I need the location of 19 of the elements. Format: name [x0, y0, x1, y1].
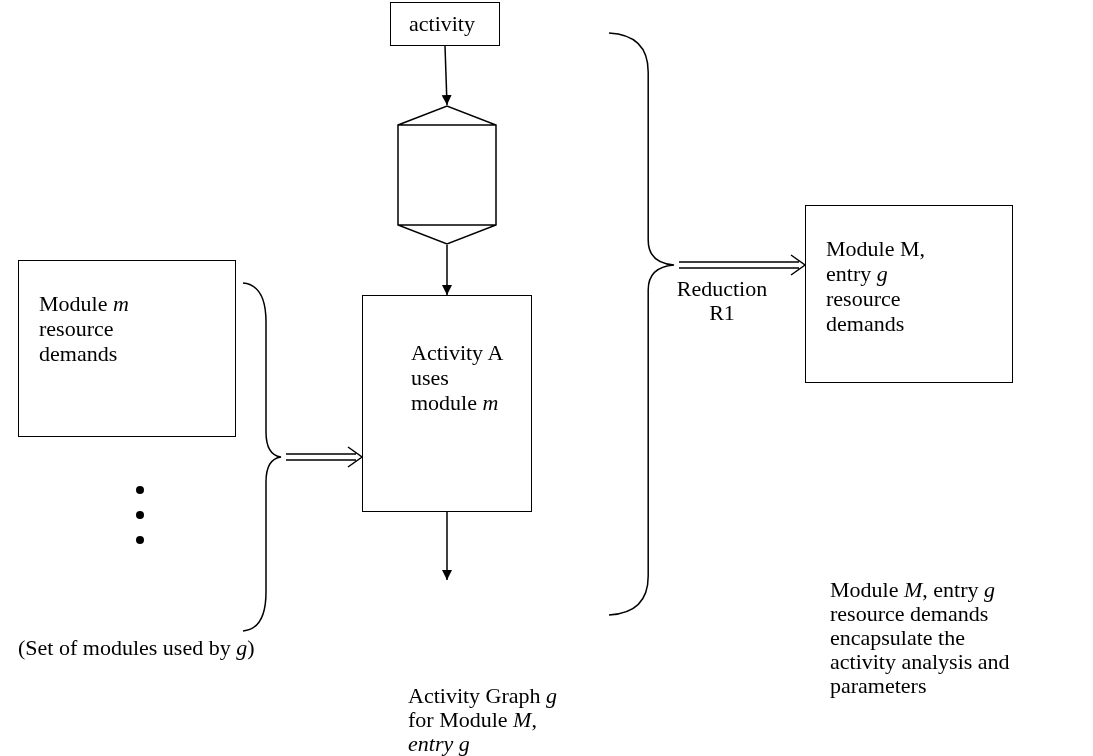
arrow [442, 511, 452, 581]
node-label: activity [409, 11, 475, 36]
process-box [362, 295, 532, 512]
node-label: Module m resource demands [39, 291, 130, 366]
process-box [805, 205, 1013, 383]
process-box [18, 260, 236, 437]
arrow [678, 254, 807, 276]
brace [242, 282, 282, 632]
arrow [441, 45, 452, 106]
node-label: Activity A uses module m [411, 340, 504, 415]
note-text: (Set of modules used by g) [18, 636, 256, 660]
note-text: Activity Graph g for Module M, entry g [408, 684, 558, 756]
process-box [390, 2, 500, 46]
brace [608, 32, 675, 616]
node-label: Module M, entry g resource demands [826, 236, 926, 336]
note-text: Module M, entry g resource demands encapsulate the activity analysis and parameters [830, 578, 1011, 698]
arrow [442, 244, 452, 296]
fork-join-shape [397, 105, 497, 245]
arrow [285, 446, 364, 468]
